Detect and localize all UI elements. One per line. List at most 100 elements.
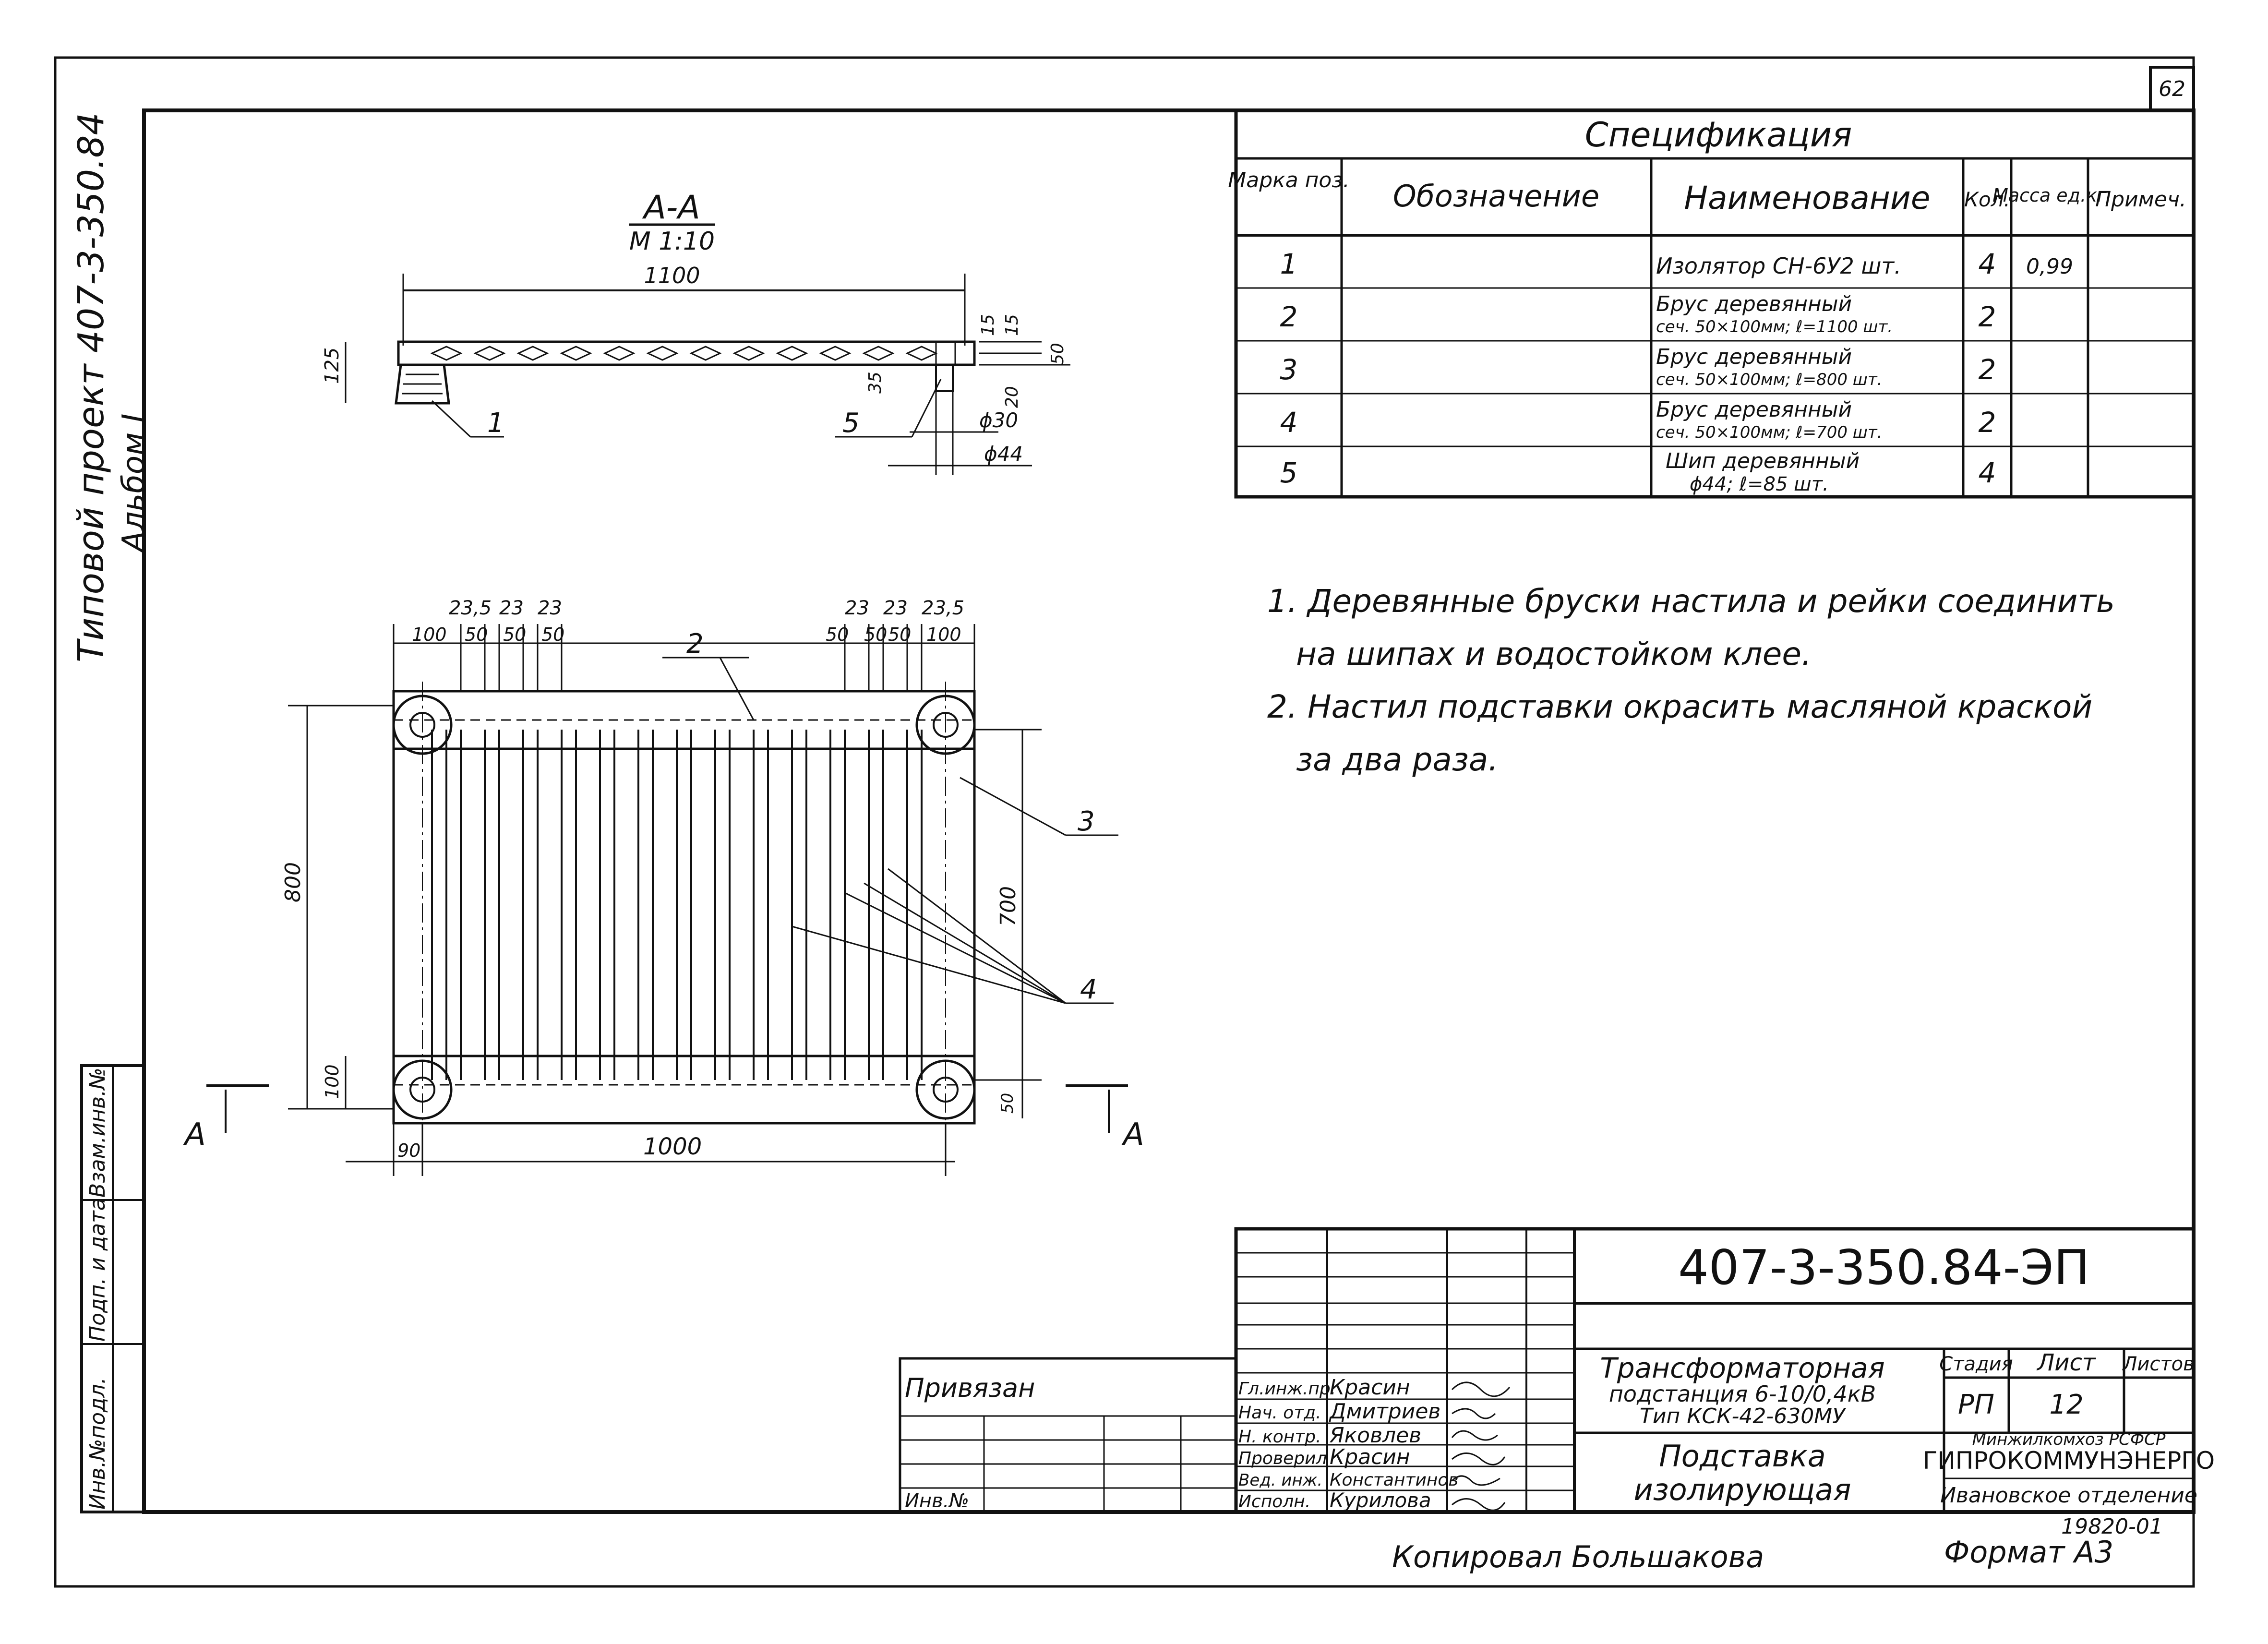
plan-mid-dim-7: 50 xyxy=(888,624,911,645)
copied-by: Копировал Большакова xyxy=(1392,1539,1764,1574)
plan-callout-4: 4 xyxy=(1080,974,1097,1005)
plan-top-dim-6: 23,5 xyxy=(922,597,964,619)
staff-name: Курилова xyxy=(1330,1488,1431,1512)
spec-row-pos: 2 xyxy=(1280,300,1298,333)
sheet-title-1: Подставка xyxy=(1659,1439,1826,1474)
section-dim-20: 20 xyxy=(1002,386,1022,408)
notes: 1. Деревянные бруски настила и рейки сое… xyxy=(1267,583,2115,778)
staff-name: Константинов xyxy=(1330,1470,1459,1490)
plan-dim-800: 800 xyxy=(281,862,305,902)
plan-dim-1000: 1000 xyxy=(643,1133,702,1160)
staff-name: Дмитриев xyxy=(1329,1399,1440,1424)
plan-mid-dim-5: 50 xyxy=(826,624,849,645)
spec-title: Спецификация xyxy=(1585,115,1852,155)
sheet-title-2: изолирующая xyxy=(1633,1472,1851,1507)
plan-top-dim-2: 23 xyxy=(499,597,524,619)
side-project-label: Типовой проект 407-3-350.84 xyxy=(71,112,112,662)
staff-role: Нач. отд. xyxy=(1238,1403,1321,1423)
section-dim-50: 50 xyxy=(1048,343,1068,365)
staff-name: Яковлев xyxy=(1329,1423,1421,1448)
staff-role: Проверил xyxy=(1238,1449,1327,1468)
spec-row-qty: 4 xyxy=(1979,248,1996,280)
plan-dim-50: 50 xyxy=(998,1093,1017,1114)
plan-cut-right: А xyxy=(1121,1117,1144,1152)
section-dia-44: ϕ44 xyxy=(984,442,1023,466)
section-width-dim: 1100 xyxy=(644,263,700,288)
spec-row-name: Брус деревянный xyxy=(1656,292,1852,316)
plan-mid-dim-2: 50 xyxy=(465,624,488,645)
section-dim-35: 35 xyxy=(865,372,885,394)
spec-row-name-detail: ϕ44; ℓ=85 шт. xyxy=(1690,473,1829,495)
spec-header-pos: Марка поз. xyxy=(1228,168,1349,192)
title-block: 407-3-350.84-ЭП Привязан Инв.№ Гл.инж.пр… xyxy=(899,1227,2215,1539)
staff-role: Исполн. xyxy=(1238,1492,1310,1512)
section-dia-30: ϕ30 xyxy=(979,408,1018,432)
note-line-1: 1. Деревянные бруски настила и рейки сое… xyxy=(1267,583,2115,620)
project-title-3: Тип КСК-42-630МУ xyxy=(1640,1404,1847,1428)
note-line-2: на шипах и водостойком клее. xyxy=(1296,636,1812,672)
sheet-value: 12 xyxy=(2049,1389,2083,1420)
plan-dim-90: 90 xyxy=(397,1140,420,1161)
note-line-4: за два раза. xyxy=(1296,741,1498,778)
staff-role: Н. контр. xyxy=(1238,1427,1321,1447)
privyazan-label: Привязан xyxy=(905,1373,1035,1403)
stage-value: РП xyxy=(1958,1389,1994,1420)
section-callout-1: 1 xyxy=(487,408,504,439)
plan-mid-dim-1: 100 xyxy=(412,624,447,645)
stage-header: Стадия xyxy=(1939,1353,2013,1375)
spec-row-pos: 3 xyxy=(1280,353,1298,386)
staff-name: Красин xyxy=(1330,1375,1410,1400)
project-title-1: Трансформаторная xyxy=(1600,1352,1884,1384)
spec-row-qty: 2 xyxy=(1979,300,1996,333)
section-dim-15b: 15 xyxy=(1002,314,1022,336)
page-number: 62 xyxy=(2159,77,2185,101)
section-view: А-А М 1:10 1100 125 15 15 50 35 20 ϕ30 ϕ xyxy=(321,189,1070,475)
spec-header-note: Примеч. xyxy=(2095,187,2186,212)
spec-header-designation: Обозначение xyxy=(1393,179,1599,214)
stamp-sign-label: Подп. и дата xyxy=(85,1198,110,1342)
spec-row-name-detail: сеч. 50×100мм; ℓ=800 шт. xyxy=(1656,370,1882,389)
plan-mid-dim-8: 100 xyxy=(926,624,961,645)
spec-row-mass: 0,99 xyxy=(2026,254,2073,279)
spec-row-name-detail: сеч. 50×100мм; ℓ=700 шт. xyxy=(1656,423,1882,442)
plan-top-dim-1: 23,5 xyxy=(449,597,492,619)
spec-row-qty: 4 xyxy=(1979,456,1996,489)
plan-callout-2: 2 xyxy=(686,628,704,660)
plan-dim-700: 700 xyxy=(996,886,1020,926)
spec-row-pos: 4 xyxy=(1280,406,1298,439)
section-scale: М 1:10 xyxy=(629,227,715,256)
staff-role: Гл.инж.пр. xyxy=(1238,1379,1336,1399)
spec-row-qty: 2 xyxy=(1979,406,1996,439)
org-name: ГИПРОКОММУНЭНЕРГО xyxy=(1923,1447,2215,1475)
sheet-header: Лист xyxy=(2036,1349,2097,1376)
plan-mid-dim-6: 50 xyxy=(864,624,887,645)
plan-mid-dim-3: 50 xyxy=(503,624,526,645)
stamp-inv-label: Инв.№подл. xyxy=(85,1377,110,1510)
spec-row-name: Изолятор СН-6У2 шт. xyxy=(1656,253,1901,279)
plan-view: 23,5 23 23 23 23 23,5 100 50 50 50 50 50… xyxy=(183,597,1144,1176)
plan-top-dim-3: 23 xyxy=(538,597,562,619)
left-stamp: Инв.№подл. Подп. и дата Взам.инв.№ xyxy=(80,1064,145,1513)
spec-row-name: Брус деревянный xyxy=(1656,397,1852,422)
plan-dim-100: 100 xyxy=(322,1064,343,1099)
section-title: А-А xyxy=(642,189,700,227)
spec-header-mass: Масса ед.кг xyxy=(1992,185,2107,206)
spec-row-qty: 2 xyxy=(1979,353,1996,386)
staff-role: Вед. инж. xyxy=(1238,1471,1322,1490)
plan-callout-3: 3 xyxy=(1078,806,1095,837)
spec-row-pos: 5 xyxy=(1280,456,1298,489)
spec-table: Спецификация Марка поз. Обозначение Наим… xyxy=(1228,108,2196,499)
spec-row-name: Брус деревянный xyxy=(1656,345,1852,369)
side-album-label: Альбом I xyxy=(116,413,152,554)
stamp-replace-label: Взам.инв.№ xyxy=(85,1068,110,1198)
spec-row-name: Шип деревянный xyxy=(1666,449,1860,473)
order-number: 19820-01 xyxy=(2061,1514,2163,1539)
note-line-3: 2. Настил подставки окрасить масляной кр… xyxy=(1267,688,2092,725)
section-height-dim: 125 xyxy=(321,348,343,384)
section-callout-5: 5 xyxy=(842,408,860,439)
staff-name: Красин xyxy=(1330,1445,1410,1469)
signatures xyxy=(1451,1381,1511,1511)
sheets-header: Листов xyxy=(2122,1353,2194,1375)
spec-header-qty: Кол. xyxy=(1964,188,2010,211)
